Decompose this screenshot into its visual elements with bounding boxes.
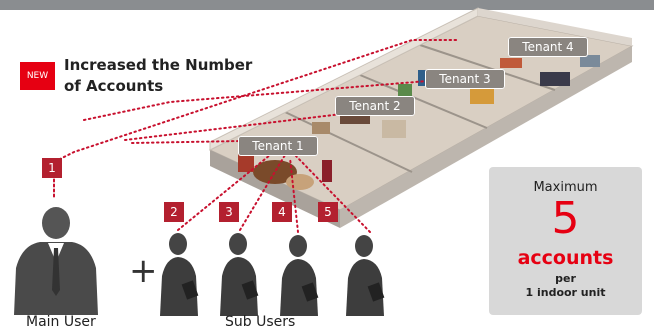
furniture-shape	[312, 122, 330, 134]
sub-users-label: Sub Users	[225, 314, 296, 330]
sub-user-body	[220, 257, 258, 316]
sub-user-body	[346, 259, 384, 316]
maximum-title: Maximum	[533, 180, 598, 195]
sub-user-head	[355, 235, 373, 257]
maximum-per: per	[555, 272, 576, 285]
sub-user-figure	[160, 233, 199, 316]
sub-user-tablet	[241, 280, 259, 300]
user-number-4: 4	[272, 202, 292, 222]
connector-line-3	[239, 154, 286, 231]
main-user-figure	[14, 207, 98, 315]
sub-user-figure	[280, 235, 319, 316]
furniture-shape	[322, 160, 332, 182]
maximum-scope: 1 indoor unit	[525, 286, 606, 299]
furniture-shape	[470, 88, 494, 104]
sub-user-figure	[220, 233, 259, 316]
sub-user-tablet	[301, 282, 319, 302]
new-badge: NEW	[20, 62, 55, 90]
furniture-shape	[286, 174, 314, 190]
connector-line	[83, 79, 441, 121]
maximum-unit: accounts	[517, 247, 614, 269]
main-user-head	[42, 207, 70, 239]
headline: Increased the Number of Accounts	[64, 55, 274, 97]
tenant-2-label: Tenant 2	[335, 96, 415, 116]
user-number-5: 5	[318, 202, 338, 222]
plus-sign: +	[129, 251, 158, 291]
furniture-shape	[540, 72, 570, 86]
sub-user-head	[229, 233, 247, 255]
sub-user-figure	[346, 235, 385, 316]
furniture-shape	[398, 84, 412, 98]
main-user-tie	[52, 248, 60, 296]
user-number-3: 3	[219, 202, 239, 222]
sub-user-body	[280, 259, 318, 316]
headline-line-1: Increased the Number	[64, 56, 253, 74]
partition-line	[419, 44, 556, 91]
furniture-shape	[382, 120, 406, 138]
top-bar	[0, 0, 654, 10]
furniture-shape	[500, 58, 522, 68]
connector-line-2	[177, 154, 271, 231]
building-side-wall	[340, 46, 632, 228]
connector-line-main	[53, 39, 458, 197]
tenant-3-label: Tenant 3	[425, 69, 505, 89]
user-number-2: 2	[164, 202, 184, 222]
furniture-shape	[580, 55, 600, 67]
tenant-4-label: Tenant 4	[508, 37, 588, 57]
sub-user-head	[169, 233, 187, 255]
main-user-label: Main User	[26, 314, 96, 330]
sub-user-tablet	[367, 282, 385, 302]
furniture-shape	[253, 160, 297, 184]
maximum-value: 5	[551, 193, 580, 244]
user-number-1: 1	[42, 158, 62, 178]
headline-line-2: of Accounts	[64, 77, 164, 95]
partition-line	[284, 111, 413, 173]
building-right-wall	[478, 8, 632, 46]
tenant-1-label: Tenant 1	[238, 136, 318, 156]
sub-user-tablet	[181, 280, 199, 300]
sub-user-head	[289, 235, 307, 257]
connector-line-4	[289, 157, 299, 233]
building-illustration	[208, 7, 634, 228]
sub-user-body	[160, 257, 198, 316]
maximum-accounts-box: Maximum 5 accounts per 1 indoor unit	[489, 167, 642, 315]
